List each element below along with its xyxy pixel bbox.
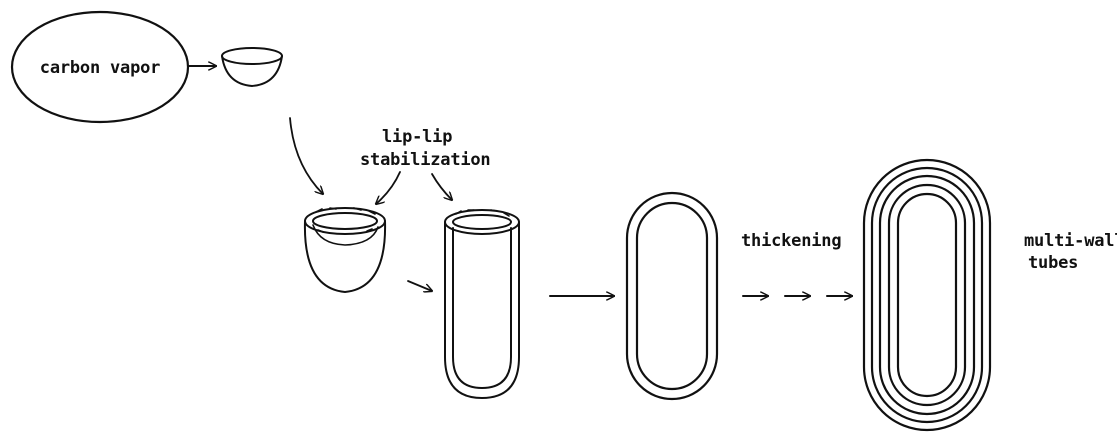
multi-wall-tube-shape xyxy=(864,160,990,430)
arrow-cap-to-nucleus xyxy=(290,118,323,194)
arrow-cap-to-tube xyxy=(408,281,432,291)
lip-lip-label-line1: lip-lip xyxy=(382,127,452,147)
open-cap-shape xyxy=(222,48,282,86)
carbon-vapor-label: carbon vapor xyxy=(40,58,160,78)
lip-lip-label-line2: stabilization xyxy=(360,150,490,170)
arrow-label-to-cap xyxy=(376,172,400,204)
growing-tube-shape xyxy=(445,210,519,398)
stabilized-cap-shape xyxy=(305,208,385,292)
arrow-label-to-tube xyxy=(432,174,452,200)
multi-wall-label-line2: tubes xyxy=(1028,253,1078,273)
closed-capsule-shape xyxy=(627,193,717,399)
multi-wall-label-line1: multi-wall xyxy=(1024,231,1117,251)
carbon-vapor-node: carbon vapor xyxy=(12,12,188,122)
thickening-label: thickening xyxy=(741,231,841,251)
